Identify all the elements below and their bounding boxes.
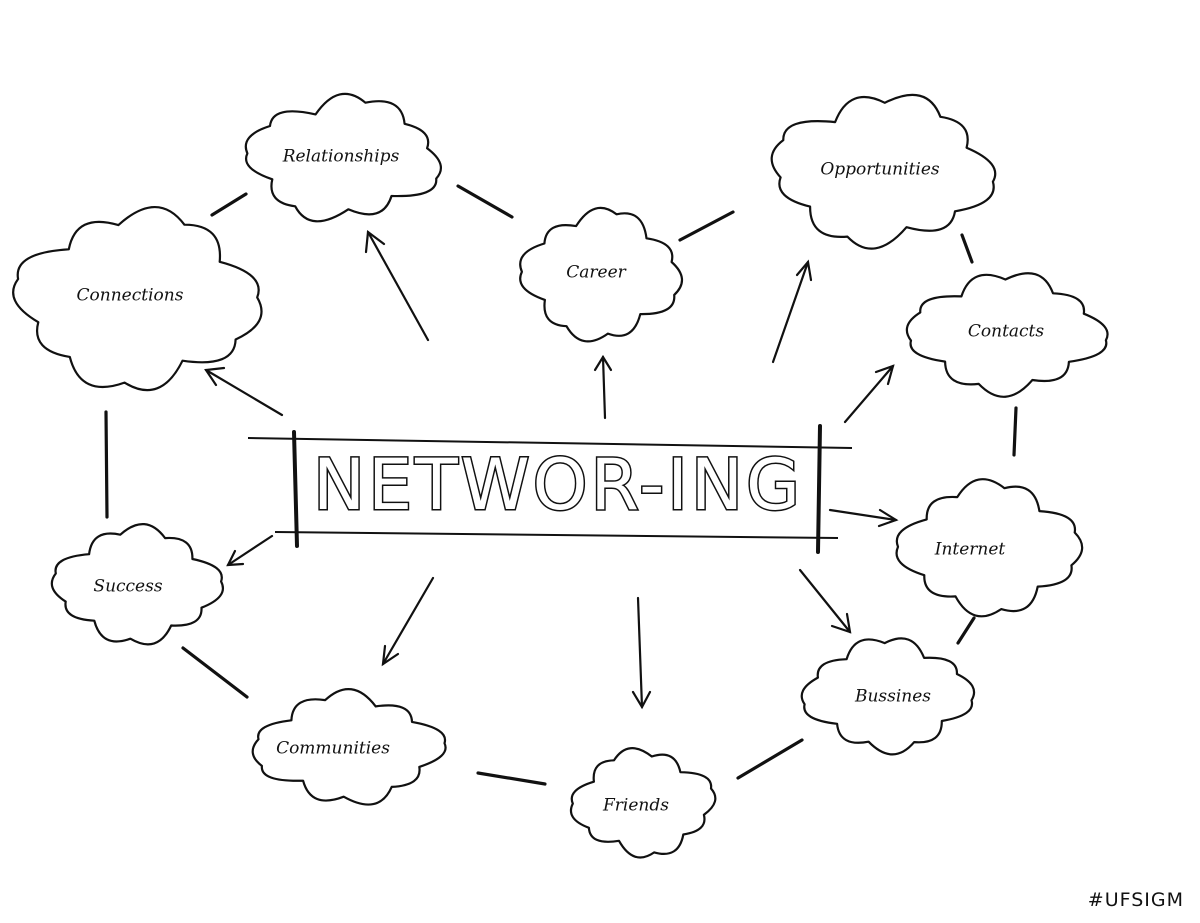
link-relationships-career (456, 184, 514, 219)
cloud-connections-outline (12, 205, 263, 392)
link-internet-bussines (956, 616, 976, 645)
cloud-communities-label: Communities (276, 739, 390, 759)
cloud-contacts: Contacts (905, 272, 1109, 398)
cloud-relationships-label: Relationships (282, 147, 400, 167)
cloud-contacts-label: Contacts (968, 322, 1045, 342)
cloud-communities-outline (251, 688, 447, 806)
arrow-to-relationships (364, 229, 430, 342)
title-left-bar (292, 430, 299, 548)
cloud-connections-label: Connections (77, 286, 184, 306)
concept-clouds: Relationships Opportunities Connections … (12, 92, 1109, 859)
arrow-to-opportunities (771, 259, 813, 364)
central-title-block: NETWOR-ING (247, 424, 853, 554)
arrow-to-connections (204, 366, 284, 417)
cloud-internet-label: Internet (934, 540, 1006, 560)
link-communities-success (181, 646, 249, 699)
central-title: NETWOR-ING (313, 444, 803, 526)
title-top-rule (247, 437, 853, 449)
hashtag-signature: #UFSIGM (1087, 889, 1184, 911)
cloud-friends: Friends (569, 747, 717, 859)
cloud-opportunities-outline (770, 93, 997, 250)
cloud-bussines: Bussines (800, 637, 976, 756)
arrow-to-success (226, 534, 274, 567)
cloud-success: Success (50, 523, 225, 646)
arrow-to-friends (631, 596, 652, 710)
title-bottom-rule (274, 531, 839, 539)
cloud-opportunities: Opportunities (770, 93, 997, 250)
link-opportunities-contacts (960, 233, 974, 264)
cloud-friends-label: Friends (602, 796, 669, 816)
link-success-connections (104, 410, 109, 519)
link-connections-relationships (210, 192, 248, 217)
arrow-to-career (593, 354, 613, 420)
link-bussines-friends (736, 738, 804, 780)
arrow-to-internet (828, 508, 899, 528)
cloud-opportunities-label: Opportunities (820, 160, 940, 180)
cloud-internet-outline (895, 478, 1084, 618)
cloud-success-outline (50, 523, 225, 646)
arrow-to-bussines (798, 568, 852, 634)
cloud-internet: Internet (895, 478, 1084, 618)
cloud-bussines-label: Bussines (854, 687, 931, 707)
arrow-to-contacts (843, 364, 895, 424)
link-career-opportunities (678, 210, 735, 242)
cloud-friends-outline (569, 747, 717, 859)
cloud-career-label: Career (566, 263, 626, 283)
cloud-communities: Communities (251, 688, 447, 806)
ring-connectors (104, 184, 1018, 786)
cloud-contacts-outline (905, 272, 1109, 398)
cloud-relationships-outline (244, 92, 443, 223)
link-contacts-internet (1012, 406, 1018, 457)
title-right-bar (816, 424, 822, 554)
cloud-relationships: Relationships (244, 92, 443, 223)
link-friends-communities (476, 771, 547, 786)
radial-arrows (204, 229, 899, 710)
arrow-to-communities (381, 576, 435, 667)
cloud-career-outline (519, 206, 684, 343)
cloud-bussines-outline (800, 637, 976, 756)
cloud-career: Career (519, 206, 684, 343)
cloud-success-label: Success (93, 577, 162, 597)
cloud-connections: Connections (12, 205, 263, 392)
